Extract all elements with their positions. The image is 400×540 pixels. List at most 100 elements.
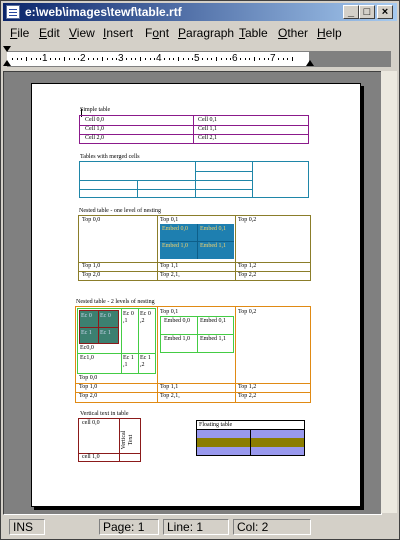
status-col: Col: 2 [233, 519, 311, 535]
document-view[interactable]: Simple table Cell 0,0 Cell 0,1 Cell 1,0 … [3, 71, 382, 515]
embedded-table: Ec 0 Ec 0 Ec 1 Ec 1 Ec0,0 Ec 0 ,1 Ec 0 ,… [77, 308, 156, 374]
ruler-tick [201, 58, 203, 60]
table-gridline [78, 353, 155, 354]
table-gridline [250, 430, 251, 455]
nested2-table: Ec 0 Ec 0 Ec 1 Ec 1 Ec0,0 Ec 0 ,1 Ec 0 ,… [75, 306, 311, 403]
menu-font[interactable]: Font [145, 26, 170, 40]
table-cell: Top 2,1, [160, 272, 180, 278]
close-button[interactable]: × [377, 5, 393, 19]
right-indent-marker[interactable] [306, 60, 314, 66]
table-cell: Top 0,2 [238, 217, 257, 223]
ruler-margin-area [309, 52, 391, 66]
table-cell: Top 1,2 [238, 384, 257, 390]
table-cell: Top 0,0 [79, 375, 98, 381]
document-icon [6, 5, 20, 19]
ruler-tick [149, 58, 151, 60]
menu-insert[interactable]: Insert [103, 26, 134, 40]
table-gridline [80, 327, 118, 328]
table-gridline [193, 116, 194, 143]
table-gridline [80, 125, 308, 126]
ruler-tick [292, 57, 293, 61]
ruler-number: 4 [156, 53, 162, 64]
table-cell: ,1 [123, 362, 128, 368]
table-gridline [119, 419, 120, 461]
table-cell: Cell 2,1 [198, 135, 217, 141]
ruler-tick [154, 58, 156, 60]
status-bar: INS Page: 1 Line: 1 Col: 2 [3, 518, 397, 537]
title-bar[interactable]: e:\web\images\tewf\table.rtf _ □ × [3, 3, 397, 21]
ruler-tick [40, 58, 42, 60]
table-cell: Cell 0,1 [198, 117, 217, 123]
ruler-tick [182, 58, 184, 60]
table-cell: ,2 [140, 318, 145, 324]
status-page: Page: 1 [99, 519, 159, 535]
vertical-table-title: Vertical text in table [80, 411, 129, 417]
table-cell: Top 0,1 [160, 217, 179, 223]
vertical-text-cell: Vertical Text [121, 430, 134, 450]
ruler-tick [97, 58, 99, 60]
table-gridline [160, 241, 234, 242]
menu-file[interactable]: File [10, 26, 30, 40]
ruler-tick [178, 57, 179, 61]
table-cell: Top 1,0 [82, 263, 101, 269]
table-cell: Embed 0,0 [162, 226, 188, 232]
ruler-tick [168, 58, 170, 60]
table-cell: Top 2,0 [79, 393, 98, 399]
table-cell: Embed 1,1 [200, 336, 226, 342]
table-cell: cell 1,0 [82, 454, 100, 460]
floating-table: Floating table [196, 420, 305, 456]
table-cell: Top 0,1 [160, 309, 179, 315]
vertical-text-table: cell 0,0 Vertical Text cell 1,0 [78, 418, 141, 462]
ruler-tick [254, 57, 255, 61]
ruler-tick [11, 58, 13, 60]
table-cell: Embed 0,0 [164, 318, 190, 324]
menu-paragraph[interactable]: Paragraph [178, 26, 235, 40]
table-cell: Ec0,0 [80, 345, 94, 351]
menu-other[interactable]: Other [278, 26, 309, 40]
document-page[interactable]: Simple table Cell 0,0 Cell 0,1 Cell 1,0 … [31, 83, 361, 507]
floating-table-title: Floating table [199, 422, 233, 428]
table-cell: Ec 1 [123, 355, 134, 361]
table-gridline [235, 216, 236, 280]
ruler-tick [35, 58, 37, 60]
table-cell: Ec 1 [100, 330, 111, 336]
table-cell: Embed 1,0 [162, 243, 188, 249]
table-gridline [121, 309, 122, 373]
ruler-tick [258, 58, 260, 60]
table-cell: Top 1,1 [160, 384, 179, 390]
simple-table-title: Simple table [80, 107, 111, 113]
menu-bar: File Edit View Insert Font Paragraph Tab… [3, 23, 397, 42]
menu-help[interactable]: Help [317, 26, 342, 40]
table-cell: Ec 0 [140, 311, 151, 317]
table-gridline [195, 162, 196, 197]
table-cell: Top 1,0 [79, 384, 98, 390]
merged-table-title: Tables with merged cells [80, 154, 140, 160]
table-cell: Embed 0,1 [200, 226, 226, 232]
ruler-tick [73, 58, 75, 60]
embedded-table: Embed 0,0 Embed 0,1 Embed 1,0 Embed 1,1 [160, 224, 234, 259]
maximize-button[interactable]: □ [359, 5, 375, 19]
nested2-title: Nested table - 2 levels of nesting [76, 299, 155, 305]
ruler-tick [173, 58, 175, 60]
first-line-indent-marker[interactable] [3, 46, 11, 52]
ruler-tick [59, 58, 61, 60]
ruler-tick [144, 58, 146, 60]
minimize-button[interactable]: _ [343, 5, 359, 19]
ruler-tick [140, 57, 141, 61]
table-cell: Top 2,2 [238, 393, 257, 399]
left-indent-marker[interactable] [3, 60, 11, 66]
table-gridline [195, 171, 252, 172]
menu-view[interactable]: View [69, 26, 95, 40]
table-cell: Ec 1 [140, 355, 151, 361]
nested1-title: Nested table - one level of nesting [79, 208, 161, 214]
vertical-scrollbar[interactable] [381, 71, 397, 513]
menu-table[interactable]: Table [239, 26, 268, 40]
ruler-tick [277, 58, 279, 60]
table-cell: Embed 1,1 [200, 243, 226, 249]
table-cell: ,2 [140, 362, 145, 368]
menu-edit[interactable]: Edit [39, 26, 60, 40]
table-gridline [76, 383, 310, 384]
ruler-tick [49, 58, 51, 60]
ruler-number: 3 [118, 53, 124, 64]
